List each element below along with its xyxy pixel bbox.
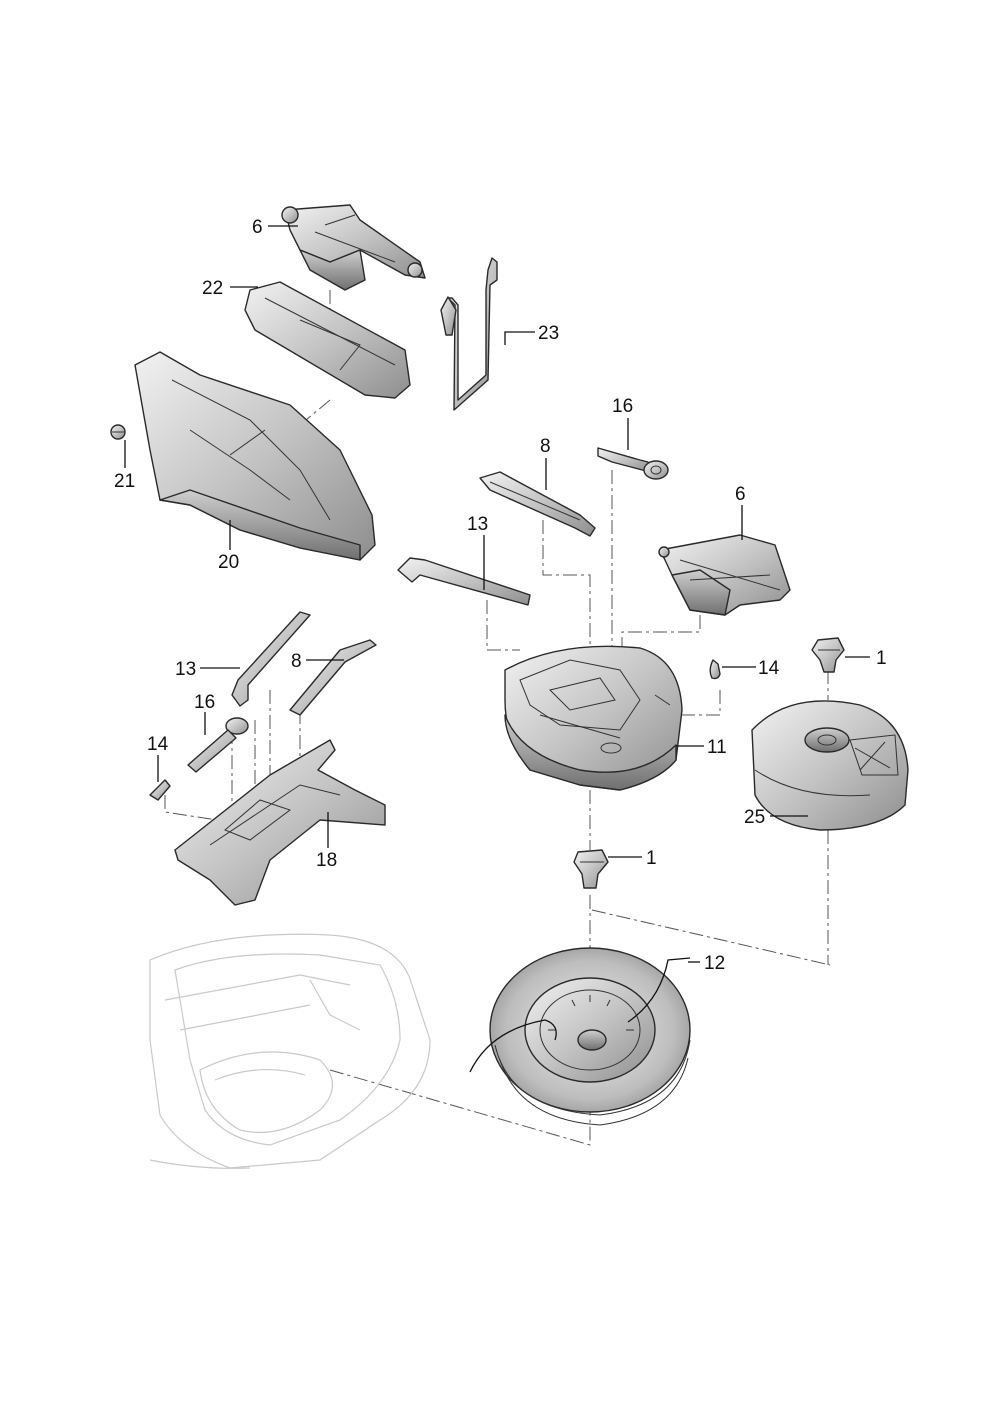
spare-wheel <box>469 947 691 1126</box>
towing-eye-upper <box>597 447 669 480</box>
callout-16-left: 16 <box>194 692 215 713</box>
callout-12: 12 <box>704 953 725 974</box>
vehicle-trunk <box>149 933 431 1169</box>
jack-foam-insert <box>244 281 411 399</box>
callout-11: 11 <box>707 737 727 758</box>
callout-8-upper: 8 <box>540 436 551 457</box>
callout-labels: 6 22 23 21 20 16 8 6 13 13 8 14 1 16 14 … <box>114 217 887 974</box>
hook-left <box>149 779 171 801</box>
callout-13-left: 13 <box>175 659 196 680</box>
wheel-brace <box>440 257 498 411</box>
callout-18: 18 <box>316 850 337 871</box>
callout-1-lower: 1 <box>646 848 657 869</box>
side-storage-tray <box>134 351 376 561</box>
jack-handle-left <box>289 639 377 716</box>
scissor-jack-upper <box>281 204 426 291</box>
callout-13-upper: 13 <box>467 514 488 535</box>
callout-14-left: 14 <box>147 734 169 755</box>
wheel-wrench-left <box>231 611 311 707</box>
callout-22: 22 <box>202 278 223 299</box>
foam-tool-box <box>504 645 683 791</box>
callout-25: 25 <box>744 807 765 828</box>
callout-14-right: 14 <box>758 658 780 679</box>
callout-21: 21 <box>114 471 135 492</box>
callout-6-right: 6 <box>735 484 746 505</box>
callout-6-upper: 6 <box>252 217 263 238</box>
centre-bolt-upper <box>811 637 845 673</box>
centre-bolt-lower <box>573 849 609 889</box>
clip-21 <box>110 424 126 440</box>
callout-16-upper: 16 <box>612 396 633 417</box>
jack-handle-upper <box>479 471 596 537</box>
callout-leaders <box>124 225 870 963</box>
scissor-jack-right <box>658 534 791 616</box>
spare-wheel-cover <box>751 700 909 831</box>
callout-8-left: 8 <box>291 651 302 672</box>
callout-20: 20 <box>218 552 239 573</box>
hook-right <box>709 659 721 680</box>
wheel-wrench-upper <box>397 557 531 606</box>
callout-23: 23 <box>538 323 559 344</box>
assembly-lines <box>164 290 831 1146</box>
towing-eye-left <box>187 717 249 773</box>
tool-tray <box>174 739 386 906</box>
callout-1-upper: 1 <box>876 648 887 669</box>
